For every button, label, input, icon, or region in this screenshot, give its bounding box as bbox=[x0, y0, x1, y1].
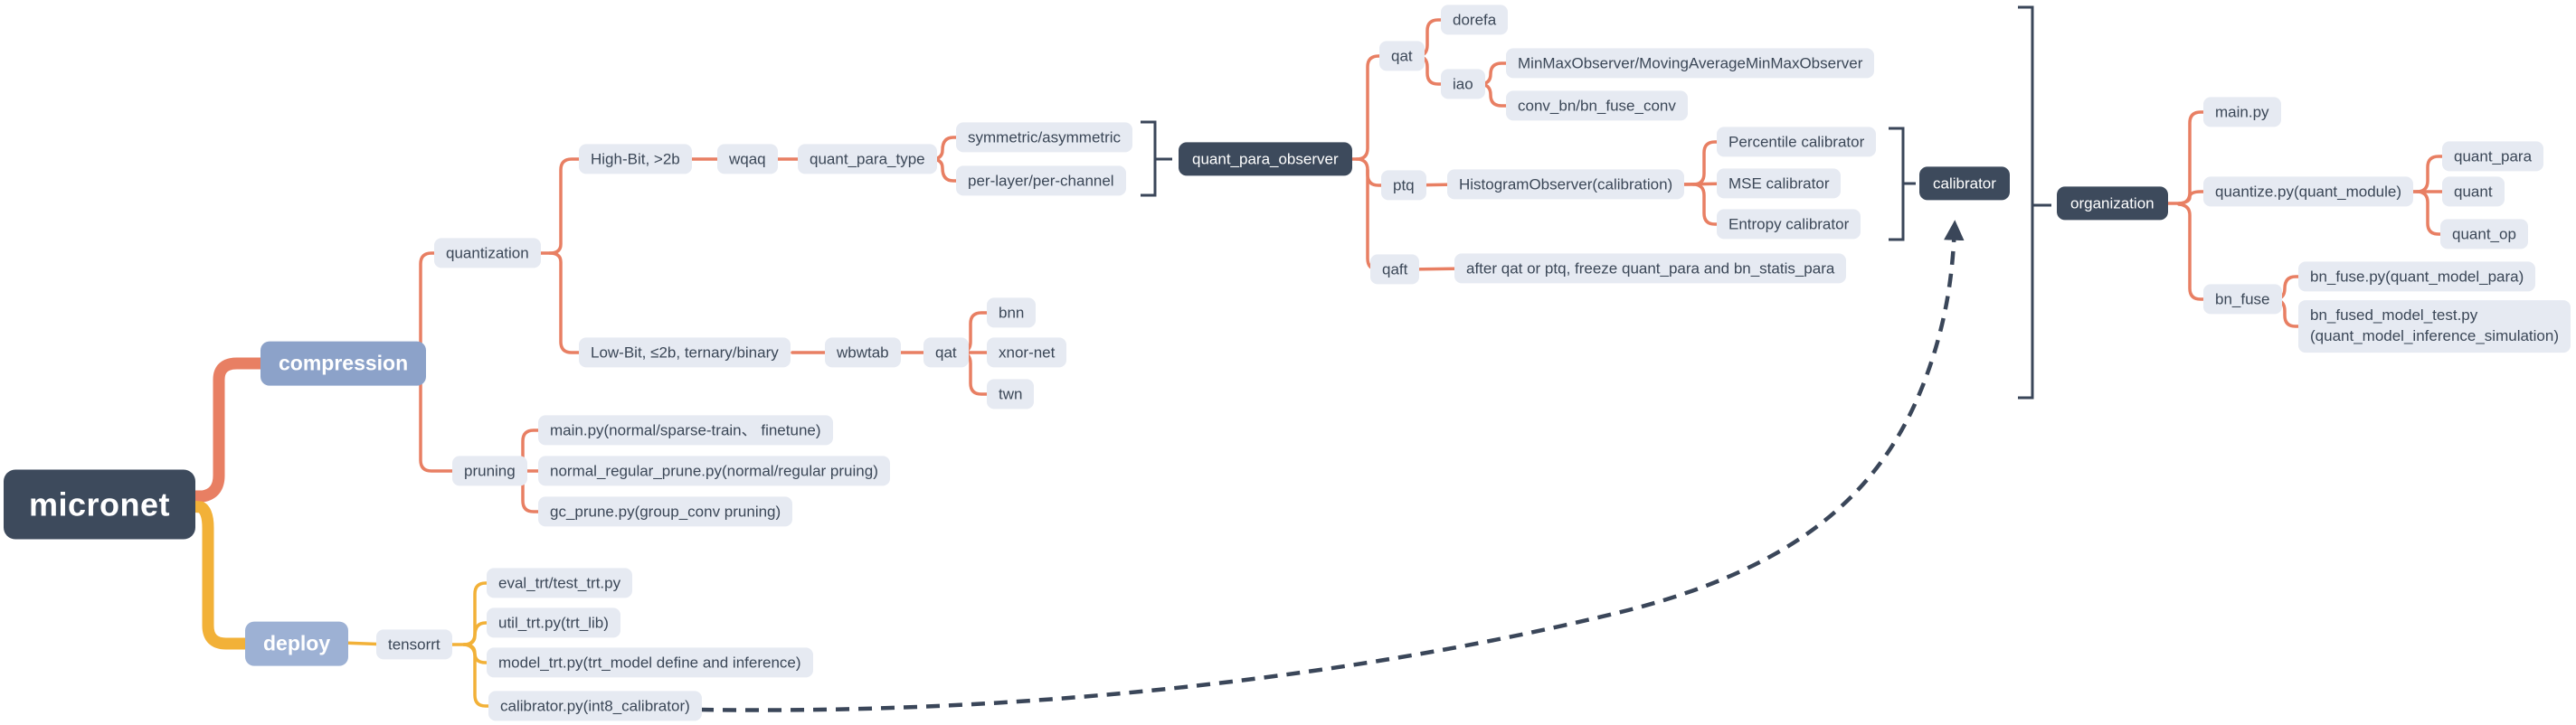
node-deploy[interactable]: deploy bbox=[245, 621, 349, 666]
node-twn[interactable]: twn bbox=[987, 379, 1035, 410]
node-quant-op[interactable]: quant_op bbox=[2440, 219, 2528, 250]
node-util-trt[interactable]: util_trt.py(trt_lib) bbox=[487, 607, 620, 638]
node-symmetric-asymmetric[interactable]: symmetric/asymmetric bbox=[956, 122, 1133, 153]
bracket-calibrators bbox=[1889, 127, 1916, 241]
node-tensorrt[interactable]: tensorrt bbox=[376, 629, 452, 660]
edge-root-compression bbox=[184, 357, 270, 503]
node-qat[interactable]: qat bbox=[1379, 41, 1425, 71]
node-bn-fuse[interactable]: bn_fuse bbox=[2203, 284, 2282, 315]
cross-link-arrow bbox=[699, 220, 1965, 712]
node-quant-para[interactable]: quant_para bbox=[2442, 141, 2544, 172]
node-per-layer-per-channel[interactable]: per-layer/per-channel bbox=[956, 165, 1126, 196]
bracket-quant-para-type bbox=[1141, 120, 1172, 197]
node-gc-prune[interactable]: gc_prune.py(group_conv pruning) bbox=[538, 496, 793, 527]
node-mse-calibrator[interactable]: MSE calibrator bbox=[1717, 168, 1842, 199]
edge bbox=[548, 251, 592, 354]
node-wqaq[interactable]: wqaq bbox=[717, 144, 778, 174]
node-low-bit[interactable]: Low-Bit, ≤2b, ternary/binary bbox=[579, 337, 791, 368]
node-percentile-calibrator[interactable]: Percentile calibrator bbox=[1717, 127, 1877, 157]
node-quantize-py[interactable]: quantize.py(quant_module) bbox=[2203, 176, 2414, 207]
node-quantization[interactable]: quantization bbox=[434, 238, 541, 268]
edge bbox=[930, 157, 970, 183]
node-histogram-observer[interactable]: HistogramObserver(calibration) bbox=[1447, 169, 1685, 200]
node-iao[interactable]: iao bbox=[1441, 69, 1485, 99]
node-xnor-net[interactable]: xnor-net bbox=[987, 337, 1067, 368]
edge-root-deploy bbox=[184, 500, 255, 650]
edge bbox=[2177, 190, 2218, 205]
edge bbox=[1478, 82, 1520, 108]
node-minmax-observer[interactable]: MinMaxObserver/MovingAverageMinMaxObserv… bbox=[1506, 48, 1875, 79]
node-micronet[interactable]: micronet bbox=[4, 469, 196, 540]
edge bbox=[2415, 190, 2455, 236]
node-qat-low[interactable]: qat bbox=[923, 337, 969, 368]
bracket-organization bbox=[2018, 5, 2051, 400]
node-high-bit[interactable]: High-Bit, >2b bbox=[579, 144, 692, 174]
edge bbox=[462, 643, 503, 708]
edge bbox=[535, 157, 592, 255]
node-bnn[interactable]: bnn bbox=[987, 297, 1037, 328]
node-eval-trt[interactable]: eval_trt/test_trt.py bbox=[487, 568, 633, 598]
root-trunks bbox=[184, 357, 270, 650]
node-compression[interactable]: compression bbox=[260, 341, 427, 386]
node-dorefa[interactable]: dorefa bbox=[1441, 5, 1509, 35]
node-bn-fused-model-test[interactable]: bn_fused_model_test.py (quant_model_infe… bbox=[2298, 300, 2571, 353]
node-entropy-calibrator[interactable]: Entropy calibrator bbox=[1717, 209, 1861, 240]
edge bbox=[462, 621, 501, 646]
node-normal-regular-prune[interactable]: normal_regular_prune.py(normal/regular p… bbox=[538, 456, 890, 486]
node-bn-fuse-py[interactable]: bn_fuse.py(quant_model_para) bbox=[2298, 261, 2536, 292]
node-model-trt[interactable]: model_trt.py(trt_model define and infere… bbox=[487, 647, 813, 678]
node-pruning-main-py[interactable]: main.py(normal/sparse-train、 finetune) bbox=[538, 415, 833, 446]
node-organization[interactable]: organization bbox=[2057, 186, 2168, 221]
node-quant-para-observer[interactable]: quant_para_observer bbox=[1179, 142, 1352, 176]
node-wbwtab[interactable]: wbwtab bbox=[825, 337, 901, 368]
node-ptq[interactable]: ptq bbox=[1381, 170, 1426, 201]
node-quant-para-type[interactable]: quant_para_type bbox=[798, 144, 937, 174]
node-quant[interactable]: quant bbox=[2442, 176, 2505, 207]
summary-brackets bbox=[1141, 5, 2051, 400]
node-qaft[interactable]: qaft bbox=[1370, 254, 1420, 285]
edge bbox=[1691, 183, 1731, 226]
node-calibrator-py[interactable]: calibrator.py(int8_calibrator) bbox=[488, 691, 702, 721]
edge bbox=[2177, 202, 2218, 301]
node-conv-bn-fuse[interactable]: conv_bn/bn_fuse_conv bbox=[1506, 90, 1688, 121]
node-pruning[interactable]: pruning bbox=[452, 456, 527, 486]
node-org-main-py[interactable]: main.py bbox=[2203, 97, 2281, 127]
edge bbox=[1344, 54, 1393, 161]
node-qaft-note[interactable]: after qat or ptq, freeze quant_para and … bbox=[1454, 253, 1847, 284]
node-calibrator[interactable]: calibrator bbox=[1919, 166, 2010, 201]
